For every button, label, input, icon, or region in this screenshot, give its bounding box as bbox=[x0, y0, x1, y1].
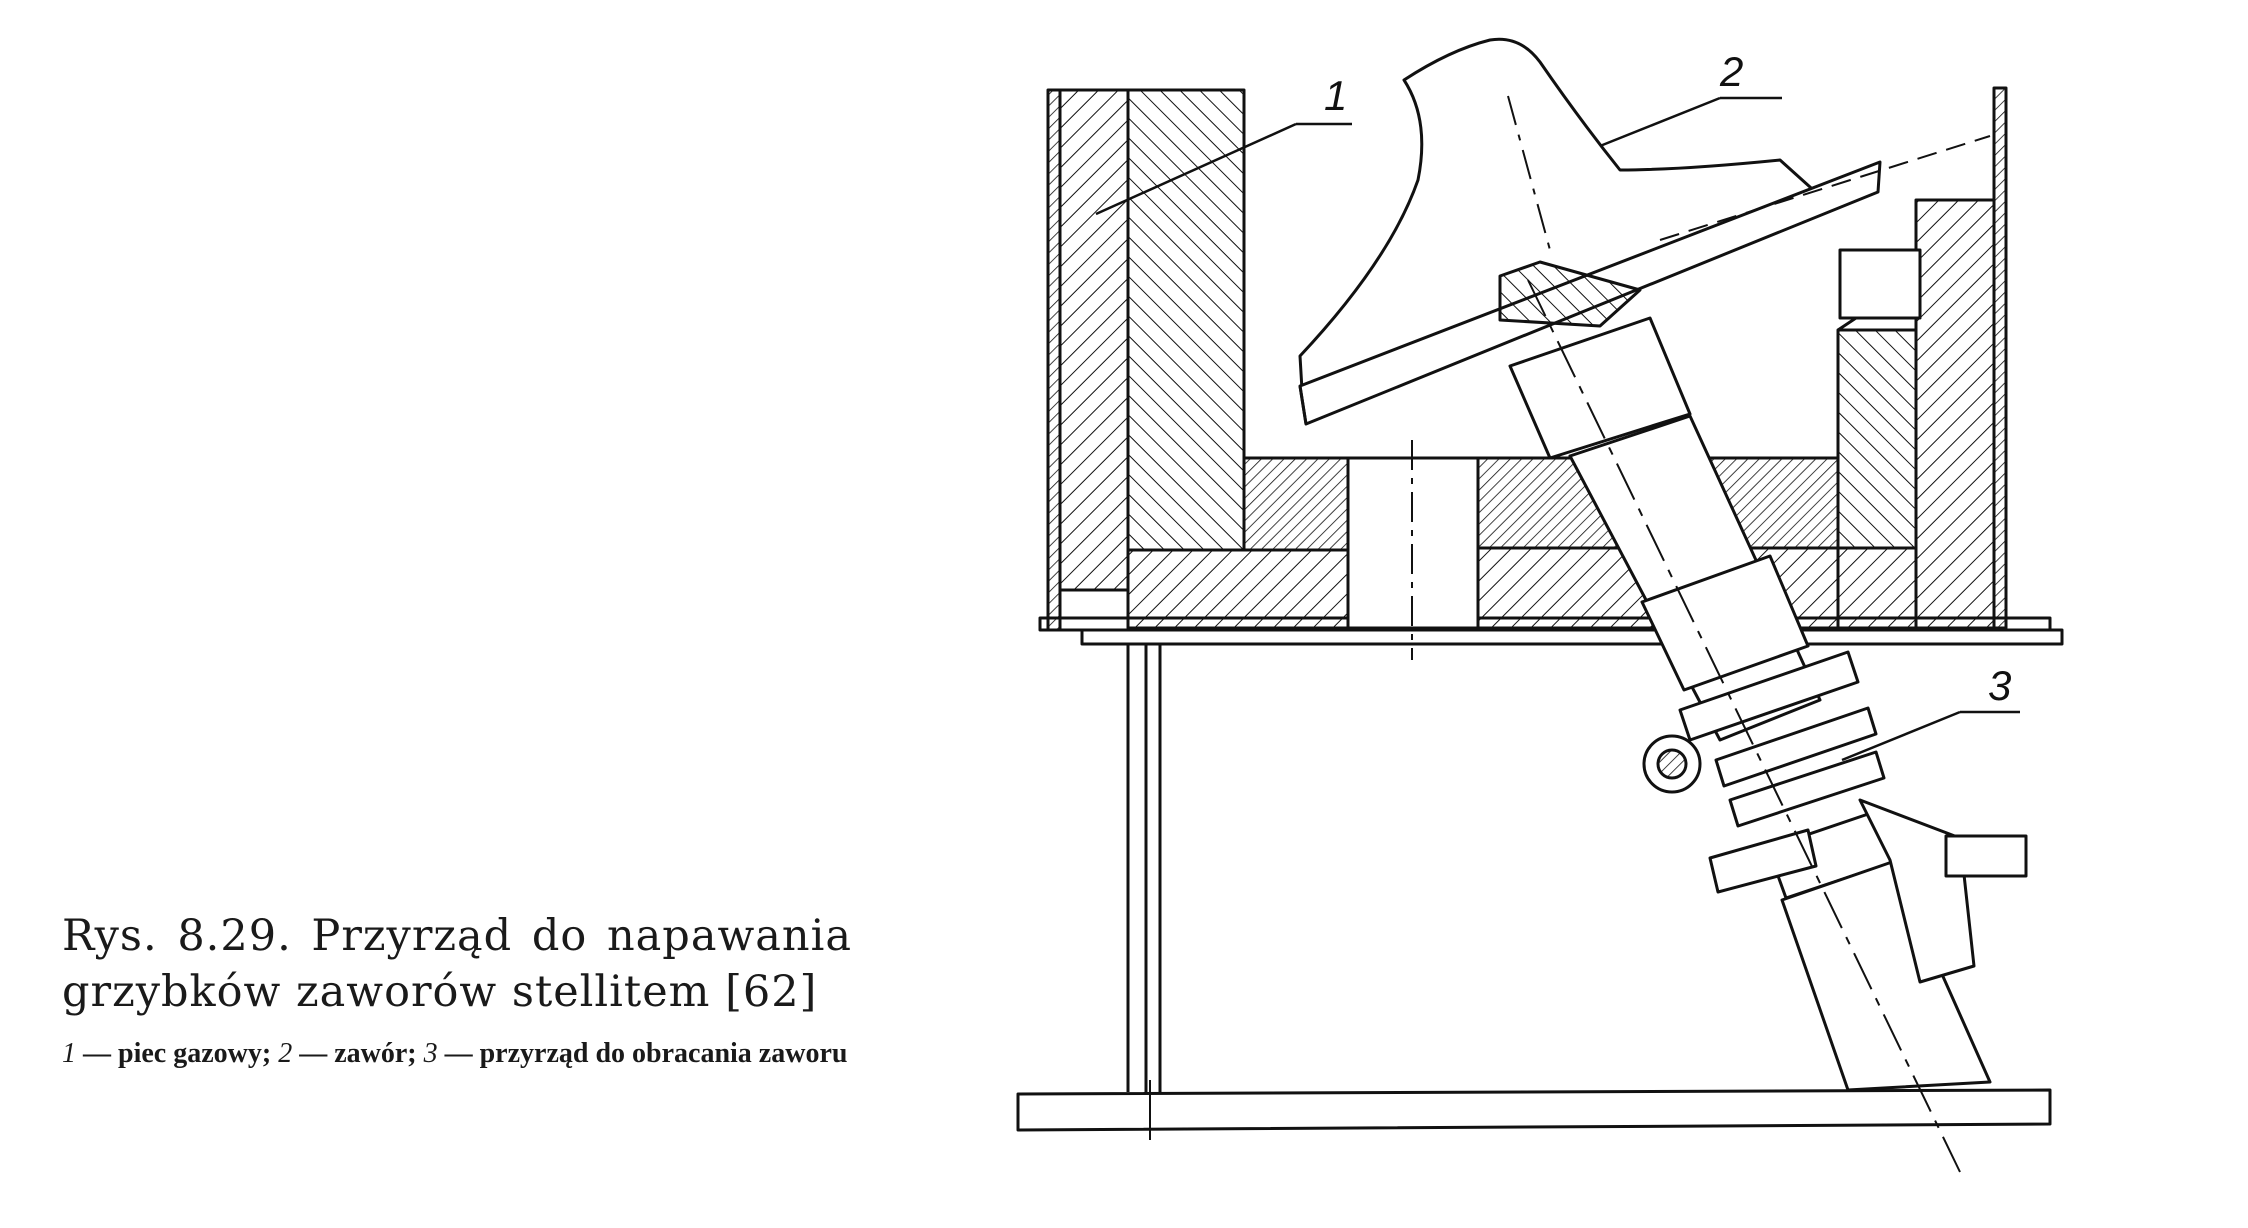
valve bbox=[1298, 37, 1991, 426]
legend-num-2: 2 bbox=[278, 1038, 293, 1069]
label-3: 3 bbox=[1988, 662, 2011, 709]
legend-text-1: — piec gazowy; bbox=[83, 1038, 272, 1069]
caption-title: Rys. 8.29. Przyrząd do napawania grzybkó… bbox=[62, 911, 852, 1017]
figure-caption: Rys. 8.29. Przyrząd do napawania grzybkó… bbox=[62, 908, 852, 1074]
legend-num-1: 1 bbox=[62, 1038, 76, 1069]
label-2: 2 bbox=[1719, 48, 1743, 95]
caption-legend: 1 — piec gazowy; 2 — zawór; 3 — przyrząd… bbox=[62, 1034, 852, 1074]
legend-num-3: 3 bbox=[423, 1038, 438, 1069]
legend-text-2: — zawór; bbox=[299, 1038, 417, 1069]
spindle bbox=[1507, 95, 2028, 1173]
stand bbox=[1016, 644, 2052, 1140]
legend-text-3: — przyrząd do obracania zaworu bbox=[444, 1038, 848, 1069]
label-1: 1 bbox=[1324, 72, 1347, 119]
furnace bbox=[1038, 86, 2064, 660]
leaders bbox=[1095, 96, 2020, 762]
